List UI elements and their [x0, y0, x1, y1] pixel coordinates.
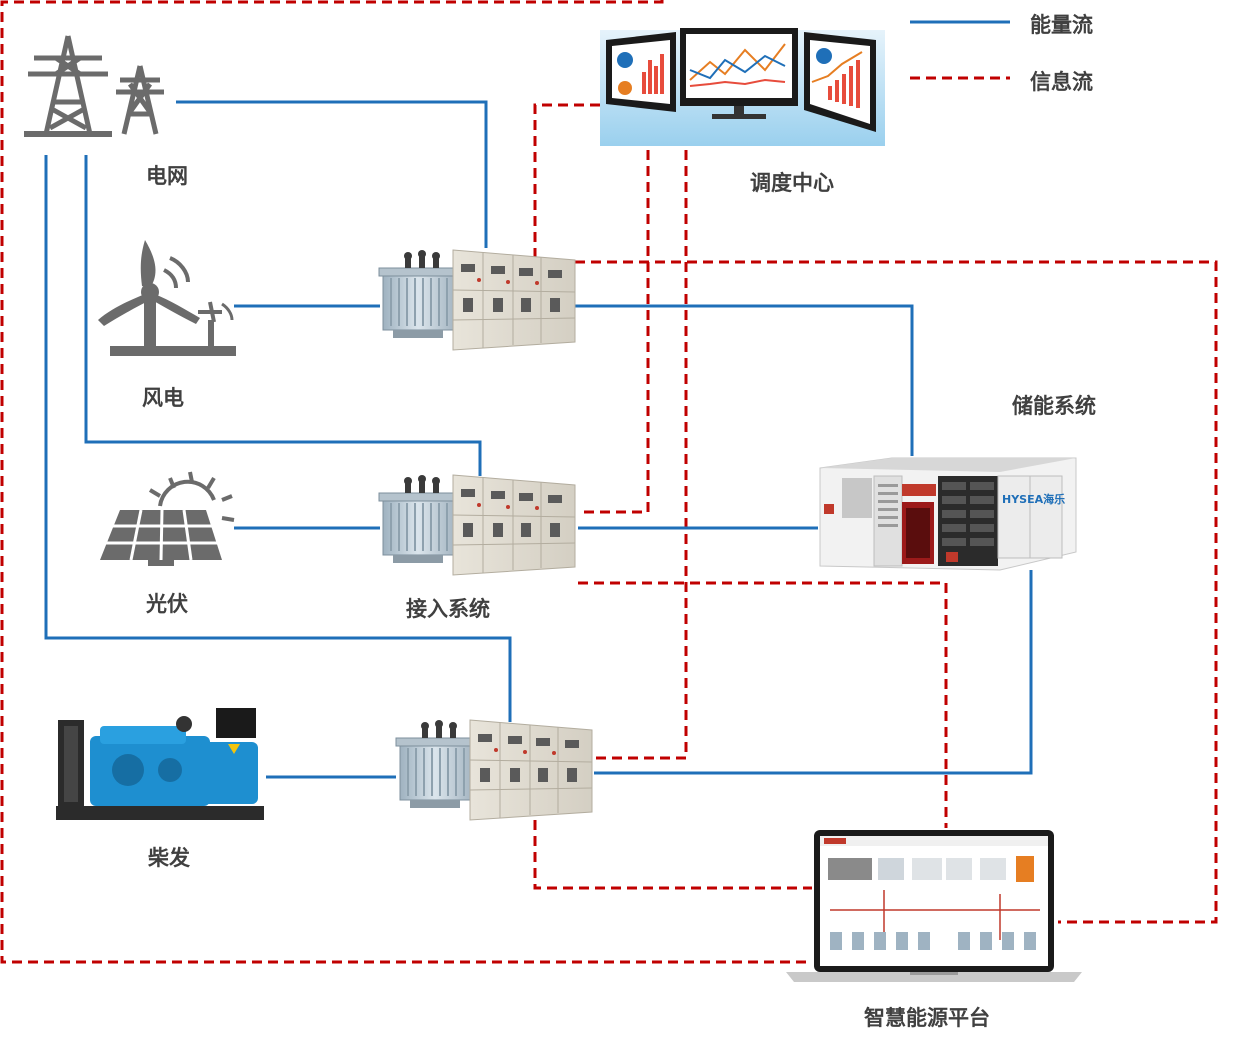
energy-line-grid-to-access2 — [84, 155, 482, 476]
storage-system-label: 储能系统 — [1012, 394, 1096, 418]
info-line-access2-to-platform — [578, 581, 948, 828]
access-substation-2 — [378, 474, 576, 576]
info-line-access3-to-platform — [533, 820, 812, 890]
grid-label: 电网 — [146, 164, 188, 188]
diesel-label: 柴发 — [148, 846, 190, 870]
storage-brand-text: HYSEA海乐 — [1002, 492, 1065, 506]
access-substation-3 — [395, 719, 593, 821]
legend-info-label: 信息流 — [1030, 70, 1093, 94]
energy-line-grid-to-access1 — [176, 100, 488, 248]
legend-energy-label: 能量流 — [1030, 13, 1093, 37]
energy-line-access3-to-storage — [594, 570, 1033, 775]
energy-flow-lines — [44, 100, 1033, 779]
access-substation-1 — [378, 249, 576, 351]
wind-turbine-icon — [98, 240, 236, 356]
energy-storage-container-icon: HYSEA海乐 — [819, 457, 1077, 571]
info-line-dispatch-to-access2 — [578, 150, 650, 514]
diesel-generator-icon — [56, 708, 264, 820]
info-line-outer-loop — [0, 0, 808, 964]
access-system-label: 接入系统 — [406, 597, 490, 621]
info-flow-lines — [0, 0, 1218, 964]
smart-platform-laptop-icon — [786, 830, 1082, 982]
power-grid-icon — [24, 35, 164, 137]
solar-panel-icon — [100, 471, 235, 566]
solar-label: 光伏 — [146, 592, 188, 616]
smart-platform-label: 智慧能源平台 — [864, 1006, 990, 1030]
legend — [910, 20, 1010, 80]
dispatch-center-icon — [600, 28, 885, 146]
info-line-dispatch-to-access3 — [594, 150, 688, 760]
energy-line-access1-to-storage — [575, 304, 914, 456]
info-line-dispatch-to-access1 — [533, 103, 600, 258]
info-line-access1-to-right — [575, 260, 1218, 924]
energy-line-grid-to-access3 — [44, 155, 512, 722]
dispatch-center-label: 调度中心 — [750, 171, 834, 195]
wind-label: 风电 — [142, 386, 184, 410]
